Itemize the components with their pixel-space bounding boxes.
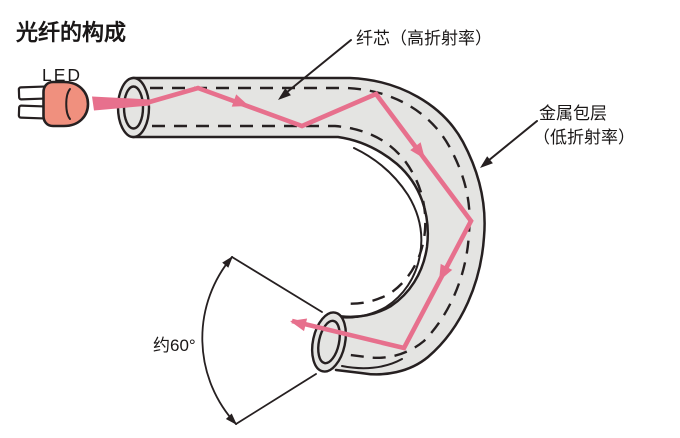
angle-line-lower [235, 373, 317, 425]
angle-arc [201, 256, 237, 425]
fiber-inner-edge [131, 135, 430, 319]
led-bulb [17, 80, 90, 128]
cladding-label-line1: 金属包层 [539, 104, 607, 123]
led-label: LED [42, 65, 82, 85]
core-label: 纤芯（高折射率） [356, 29, 492, 48]
page-title: 光纤的构成 [15, 20, 126, 45]
angle-line-upper [231, 256, 323, 313]
light-ray-arrowhead-1 [231, 94, 249, 107]
cladding-label-arrow [482, 120, 538, 166]
angle-arc-arrowhead-bottom [225, 413, 237, 425]
core-label-arrowhead [278, 88, 291, 100]
fiber-outer-edge [131, 76, 486, 376]
angle-label: 约60° [153, 336, 196, 355]
light-ray-arrowhead-2 [410, 142, 425, 159]
light-ray-flare [92, 96, 150, 111]
core-boundary-dashed-bottom [152, 124, 427, 305]
fiber-outer-rim-highlight [341, 358, 403, 370]
led-pin-bottom [17, 104, 48, 120]
cladding-label-line2: （低折射率） [533, 128, 635, 147]
light-ray-path [145, 85, 474, 351]
core-label-arrow [280, 39, 352, 98]
led-pin-top [17, 85, 48, 101]
light-ray-arrowhead-exit [290, 318, 308, 332]
light-ray-arrowhead-3 [439, 263, 453, 281]
led-dome-highlight [65, 88, 71, 120]
core-boundary-dashed-top [150, 86, 471, 359]
angle-arc-arrowhead-top [222, 256, 233, 268]
cladding-label-arrowhead [480, 156, 493, 168]
